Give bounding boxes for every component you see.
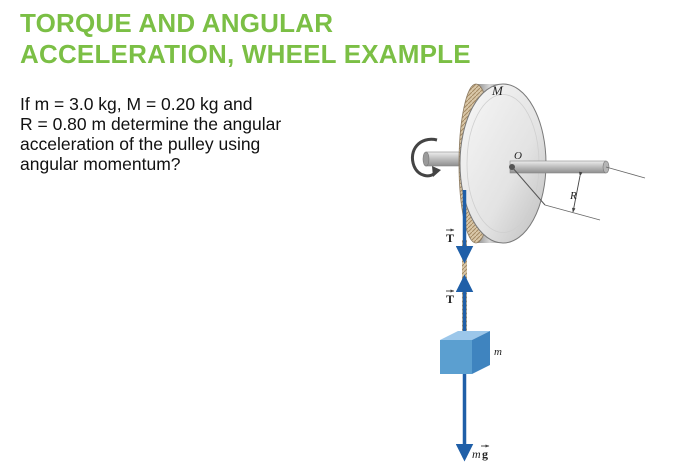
slide-title: TORQUE AND ANGULAR ACCELERATION, WHEEL E… xyxy=(20,8,471,70)
problem-line-4: angular momentum? xyxy=(20,154,181,174)
label-tension-top: T xyxy=(446,228,455,245)
label-wheel-mass: M xyxy=(491,83,504,98)
title-line-1: TORQUE AND ANGULAR xyxy=(20,8,334,38)
problem-line-1: If m = 3.0 kg, M = 0.20 kg and xyxy=(20,94,253,114)
label-radius: R xyxy=(569,190,577,202)
svg-text:T: T xyxy=(446,231,454,245)
hanging-block xyxy=(440,331,490,374)
radius-line xyxy=(511,166,546,206)
problem-line-3: acceleration of the pulley using xyxy=(20,134,261,154)
rotation-arrow-icon xyxy=(411,137,441,178)
svg-text:T: T xyxy=(446,292,454,306)
pulley-wheel xyxy=(458,83,547,244)
label-tension-bottom: T xyxy=(446,289,455,306)
svg-text:m: m xyxy=(472,447,481,461)
title-line-2: ACCELERATION, WHEEL EXAMPLE xyxy=(20,39,471,69)
problem-text: If m = 3.0 kg, M = 0.20 kg and R = 0.80 … xyxy=(20,94,281,174)
radius-dimension xyxy=(544,166,646,221)
axle-right xyxy=(509,160,610,174)
label-weight: m g xyxy=(472,444,490,461)
label-block-mass: m xyxy=(494,346,502,358)
problem-line-2: R = 0.80 m determine the angular xyxy=(20,114,282,134)
label-axle: O xyxy=(514,150,522,162)
svg-text:g: g xyxy=(482,447,488,461)
